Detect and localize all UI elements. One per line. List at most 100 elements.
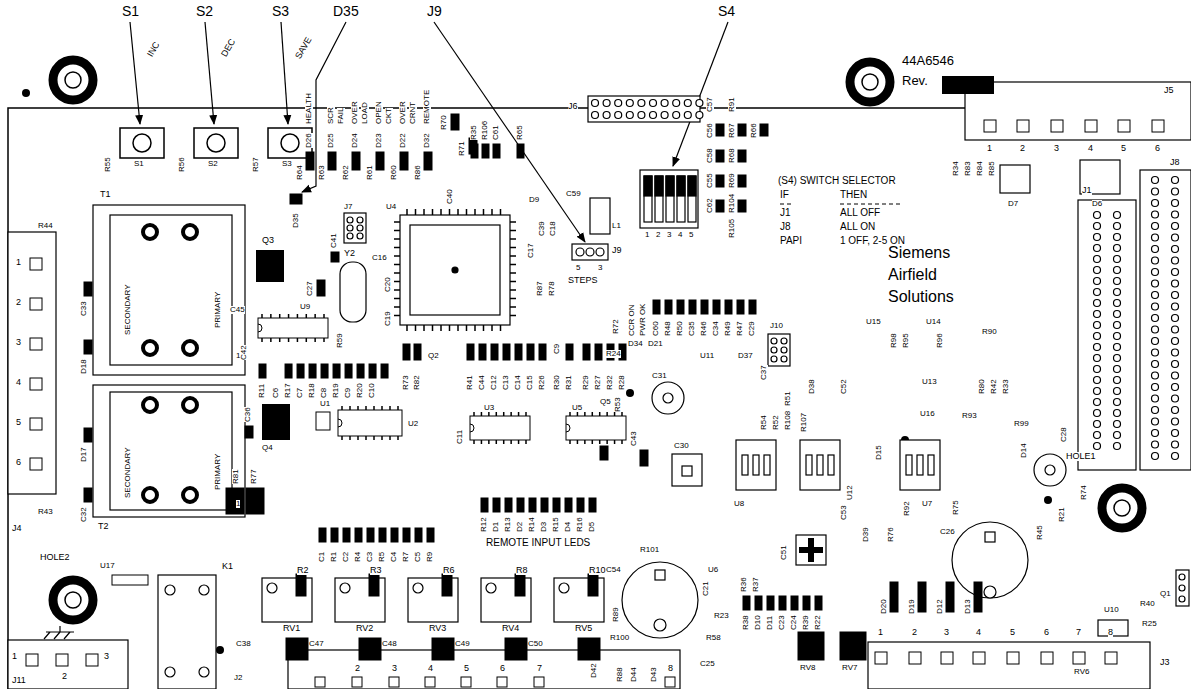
ic-chip: [112, 575, 148, 585]
ic-pin: [488, 440, 490, 444]
part-label: ALL OFF: [840, 208, 880, 218]
transistor-package: [1176, 570, 1189, 606]
connector-pin: [1007, 652, 1019, 664]
part-label: U9: [300, 303, 310, 311]
part-label: R82: [413, 375, 421, 390]
part-label: C48: [382, 640, 397, 648]
part-label: U6: [708, 566, 718, 574]
header-pin: [1114, 399, 1121, 406]
part-label: C3: [366, 552, 374, 562]
pushbutton-switch: [133, 134, 151, 152]
component-pad: [677, 300, 684, 314]
part-label: R101: [640, 546, 659, 554]
header-pin: [684, 112, 691, 119]
header-pin: [696, 112, 703, 119]
ic-pin: [577, 440, 579, 444]
header-pin: [1094, 256, 1101, 263]
part-label: J3: [1160, 658, 1170, 667]
component-pad: [467, 344, 474, 360]
ic-pin: [510, 221, 516, 223]
component-pad: [432, 638, 454, 660]
part-label: R76: [887, 527, 895, 542]
part-label: 1: [645, 231, 649, 239]
ic-pin: [440, 209, 442, 215]
part-label: R5: [378, 552, 386, 562]
component-pad: [725, 300, 732, 314]
connector-outline: [288, 650, 680, 689]
part-label: C39: [538, 221, 546, 236]
part-label: D15: [875, 445, 883, 460]
connector-pin: [909, 652, 921, 664]
part-label: R2: [297, 566, 309, 575]
part-label: SECONDARY: [124, 447, 132, 498]
ic-pin: [397, 436, 399, 440]
component-pad: [565, 498, 572, 512]
component-pad: [840, 632, 866, 660]
part-label: D39: [862, 527, 870, 542]
transistor-package: [1098, 620, 1128, 636]
part-label: R47: [736, 321, 744, 336]
component-pad: [357, 364, 364, 378]
leader-line: [281, 22, 288, 124]
part-label: 1: [878, 628, 883, 637]
ic-pin: [415, 209, 417, 215]
part-label: PRIMARY: [214, 292, 222, 328]
component-pad: [343, 528, 350, 542]
header-pin: [1172, 234, 1179, 241]
part-label: R81: [232, 469, 240, 484]
label-plate: [942, 76, 994, 94]
header-pin: [603, 100, 610, 107]
transistor-package: [1179, 596, 1185, 602]
part-label: C31: [652, 372, 667, 380]
header-pin: [1172, 395, 1179, 402]
header-pin: [1152, 453, 1159, 460]
part-label: R4: [354, 552, 362, 562]
component-pad: [749, 300, 756, 314]
part-label: 2: [1020, 144, 1025, 153]
part-label: INC: [146, 41, 162, 59]
part-label: R30: [553, 375, 561, 390]
part-label: D4: [564, 522, 572, 532]
leader-line: [434, 22, 585, 242]
part-label: R37: [752, 577, 760, 592]
ic-pin: [569, 412, 571, 416]
varistor-block: [267, 583, 277, 593]
header-pin: [1152, 292, 1159, 299]
header-pin: [1152, 223, 1159, 230]
header-pin: [1172, 407, 1179, 414]
header-pin: [1114, 432, 1121, 439]
varistor-block: [486, 583, 496, 593]
part-label: R57: [252, 157, 260, 172]
header-pin: [1172, 338, 1179, 345]
part-label: R104: [728, 194, 736, 213]
header-pin: [1114, 377, 1121, 384]
component-pad: [600, 446, 608, 460]
diode-outline: [590, 160, 1120, 234]
transformer-terminal: [183, 225, 197, 239]
connector-pin: [315, 677, 325, 687]
part-label: 1: [16, 258, 21, 267]
capacitor-cross: [799, 547, 823, 553]
part-label: C36: [244, 407, 252, 422]
ic-pin: [474, 209, 476, 215]
part-label: C58: [706, 148, 714, 163]
crystal-outline: [340, 262, 366, 322]
part-label: SECONDARY: [124, 284, 132, 335]
part-label: U15: [866, 318, 881, 326]
part-label: C45: [230, 306, 245, 314]
part-label: D38: [808, 379, 816, 394]
header-pin: [1152, 326, 1159, 333]
part-label: D20: [880, 599, 888, 614]
part-label: R10: [589, 566, 606, 575]
connector-outline: [572, 244, 608, 260]
component-pad: [716, 200, 724, 212]
part-label: D1: [492, 522, 500, 532]
transformer-outline: [93, 205, 245, 375]
ic-pin: [510, 315, 516, 317]
electrolytic-capacitor: [655, 570, 665, 580]
part-label: L1: [612, 222, 621, 230]
part-label: R40: [1140, 600, 1155, 608]
component-pad: [84, 428, 92, 442]
header-pin: [1114, 267, 1121, 274]
